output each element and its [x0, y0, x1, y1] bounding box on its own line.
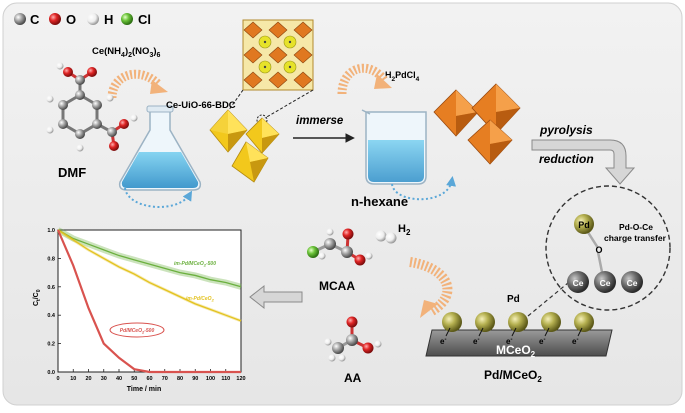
chart-x-tick-label: 0: [56, 376, 59, 382]
legend-carbon-label: C: [30, 12, 40, 27]
chart-x-tick-label: 10: [70, 376, 76, 382]
electron-label: e-: [473, 337, 479, 346]
chart-y-tick-label: 0.8: [47, 256, 55, 262]
pd-particle-label: Pd: [507, 294, 520, 305]
beaker: [361, 109, 427, 185]
chart-plot-area: [57, 229, 242, 373]
series-label-im-pd-ceo2: im-Pd/CeO2: [186, 296, 215, 303]
pd-loaded-octahedra: [433, 83, 521, 165]
series-line-0: [57, 229, 242, 288]
flask-stir-arrow: [124, 187, 193, 208]
o-atom-label: O: [595, 245, 602, 255]
aa-molecule: [324, 316, 382, 362]
chart-x-tick-label: 70: [162, 376, 168, 382]
electron-label: e-: [572, 337, 578, 346]
hydrodechlorination-arrowhead: [420, 300, 438, 318]
conversion-chart: 0 10 20 30 40 50 60 70 80 90 100 110 120 0.0 0.2 0.4 0.6…: [33, 227, 246, 393]
mceo2-label: MCeO2: [496, 343, 536, 359]
chart-x-tick-label: 110: [221, 376, 230, 382]
electron-label: e-: [539, 337, 545, 346]
precursor-addition-arrowhead: [374, 74, 392, 89]
ce-atom-middle: [594, 271, 616, 293]
hexane-label: n-hexane: [351, 194, 408, 209]
mof-crystal-structure: [242, 19, 314, 91]
ce-atom-left: [567, 271, 589, 293]
series-label-im-pd-mceo2: im-Pd/MCeO2-500: [174, 261, 216, 268]
hydrogen-molecule: [375, 230, 397, 244]
series-line-1: [57, 229, 242, 322]
beaker-stir-arrow: [391, 176, 457, 201]
chart-y-tick-label: 0.2: [47, 342, 55, 348]
immerse-label: immerse: [296, 115, 344, 127]
series-label-pd-mceo2: Pd/MCeO2-500: [120, 328, 155, 335]
pd-nanoparticle: [574, 312, 594, 332]
erlenmeyer-flask: [118, 105, 202, 191]
aa-label: AA: [344, 371, 362, 385]
atom-legend: C O H Cl: [14, 12, 151, 27]
pd-nanoparticle: [541, 312, 561, 332]
legend-oxygen-label: O: [66, 12, 76, 27]
legend-oxygen-ball: [49, 13, 61, 25]
pd-nanoparticle: [508, 312, 528, 332]
ce-atom-right: [621, 271, 643, 293]
pd-o-ce-interface: Pd O Ce Ce Ce Pd-O-Ce charge transfer: [567, 214, 667, 293]
pd-atom: [574, 214, 594, 234]
ce-atom-left-label: Ce: [573, 278, 584, 288]
chart-x-tick-label: 120: [236, 376, 245, 382]
legend-chlorine-label: Cl: [138, 12, 151, 27]
pd-nanoparticle: [475, 312, 495, 332]
cerium-ammonium-nitrate-label: Ce(NH4)2(NO3)6: [92, 46, 161, 59]
pd-mceo2-catalyst: e- e- e- e- e- MCeO2 Pd: [425, 294, 613, 359]
chart-x-tick-label: 50: [131, 376, 137, 382]
ce-atom-middle-label: Ce: [600, 278, 611, 288]
chart-y-tick-label: 1.0: [47, 228, 55, 234]
mcaa-molecule: [307, 228, 373, 266]
chart-x-tick-label: 100: [206, 376, 215, 382]
chart-x-tick-label: 20: [85, 376, 91, 382]
reduction-label: reduction: [539, 152, 594, 166]
ce-atom-right-label: Ce: [627, 278, 638, 288]
series-line-2: [56, 229, 241, 374]
chart-y-tick-label: 0.6: [47, 285, 55, 291]
pd-nanoparticle: [442, 312, 462, 332]
chart-x-tick-label: 80: [177, 376, 183, 382]
legend-hydrogen-ball: [87, 13, 99, 25]
reagent-addition-arrowhead: [150, 80, 168, 94]
chart-y-axis-label: Ct/C0: [33, 289, 42, 306]
pyrolysis-reduction-arrow: [531, 139, 636, 185]
legend-hydrogen-label: H: [104, 12, 113, 27]
chart-x-tick-label: 40: [116, 376, 122, 382]
pd-precursor-label: H2PdCl4: [385, 70, 420, 83]
zoom-guide-right: [264, 89, 314, 119]
electron-label: e-: [506, 337, 512, 346]
legend-carbon-ball: [14, 13, 26, 25]
bdc-linker-molecule: [46, 62, 138, 152]
interface-zoom-circle: [545, 185, 671, 311]
electron-label: e-: [440, 337, 446, 346]
result-arrow: [249, 284, 303, 310]
interface-zoom-guide: [527, 277, 575, 317]
pyrolysis-label: pyrolysis: [539, 123, 593, 137]
chart-y-tick-label: 0.0: [47, 370, 55, 376]
h2-label: H2: [398, 223, 411, 237]
legend-chlorine-ball: [121, 13, 133, 25]
pd-o-ce-label: Pd-O-Ce: [619, 222, 653, 232]
mcaa-label: MCAA: [319, 279, 355, 293]
pd-atom-label: Pd: [578, 220, 590, 230]
charge-transfer-label: charge transfer: [604, 233, 667, 243]
chart-x-axis-label: Time / min: [127, 386, 162, 393]
chart-x-tick-label: 30: [101, 376, 107, 382]
mof-octahedra: [209, 109, 280, 183]
chart-x-tick-label: 60: [146, 376, 152, 382]
highlight-ellipse: [109, 322, 165, 338]
chart-x-tick-label: 90: [192, 376, 198, 382]
dmf-solvent-label: DMF: [58, 165, 86, 180]
mof-label: Ce-UiO-66-BDC: [166, 100, 236, 111]
catalyst-label: Pd/MCeO2: [484, 368, 542, 384]
chart-y-tick-label: 0.4: [47, 313, 56, 319]
